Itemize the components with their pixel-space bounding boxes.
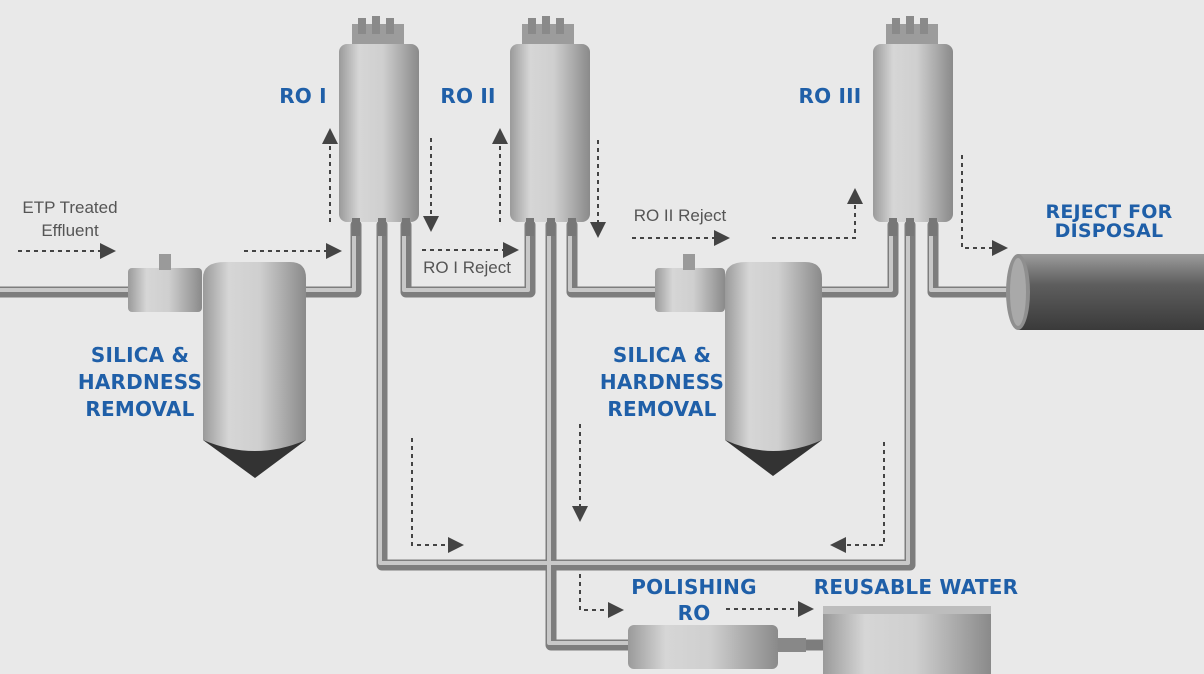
polishing-ro-unit <box>628 625 806 669</box>
reusable-water-tank <box>823 606 991 674</box>
silica-hardness-unit-1 <box>128 254 306 478</box>
label-ro3: RO III <box>798 84 862 108</box>
note-etp-effluent: ETP Treated Effluent <box>22 198 118 240</box>
label-reusable-water: REUSABLE WATER <box>813 575 1019 599</box>
ro3-vessel <box>873 16 953 236</box>
flow-arrows <box>18 128 1008 618</box>
label-ro2: RO II <box>440 84 496 108</box>
reject-disposal-tank <box>1006 254 1204 330</box>
arrow-permeate-1 <box>411 438 464 553</box>
ro1-vessel <box>339 16 419 236</box>
label-reject-disposal: REJECT FOR DISPOSAL <box>1045 201 1173 242</box>
arrow-ro3-reject <box>961 155 1008 256</box>
label-ro1: RO I <box>279 84 327 108</box>
feed-pipe-ro3 <box>809 219 899 298</box>
feed-pipe-ro1 <box>294 219 362 298</box>
pipes <box>0 219 1026 651</box>
ro2-reject-pipe <box>566 219 666 298</box>
ro2-vessel <box>510 16 590 236</box>
arrow-polishing <box>579 574 624 618</box>
label-silica-hardness-2: SILICA & HARDNESS REMOVAL <box>599 343 725 421</box>
arrow-permeate-3 <box>830 442 885 553</box>
label-polishing-ro: POLISHING RO <box>631 575 757 625</box>
note-ro2-reject: RO II Reject <box>633 206 727 225</box>
label-silica-hardness-1: SILICA & HARDNESS REMOVAL <box>77 343 203 421</box>
arrow-feed-ro3 <box>772 188 863 239</box>
note-ro1-reject: RO I Reject <box>423 258 511 277</box>
silica-hardness-unit-2 <box>655 254 822 476</box>
